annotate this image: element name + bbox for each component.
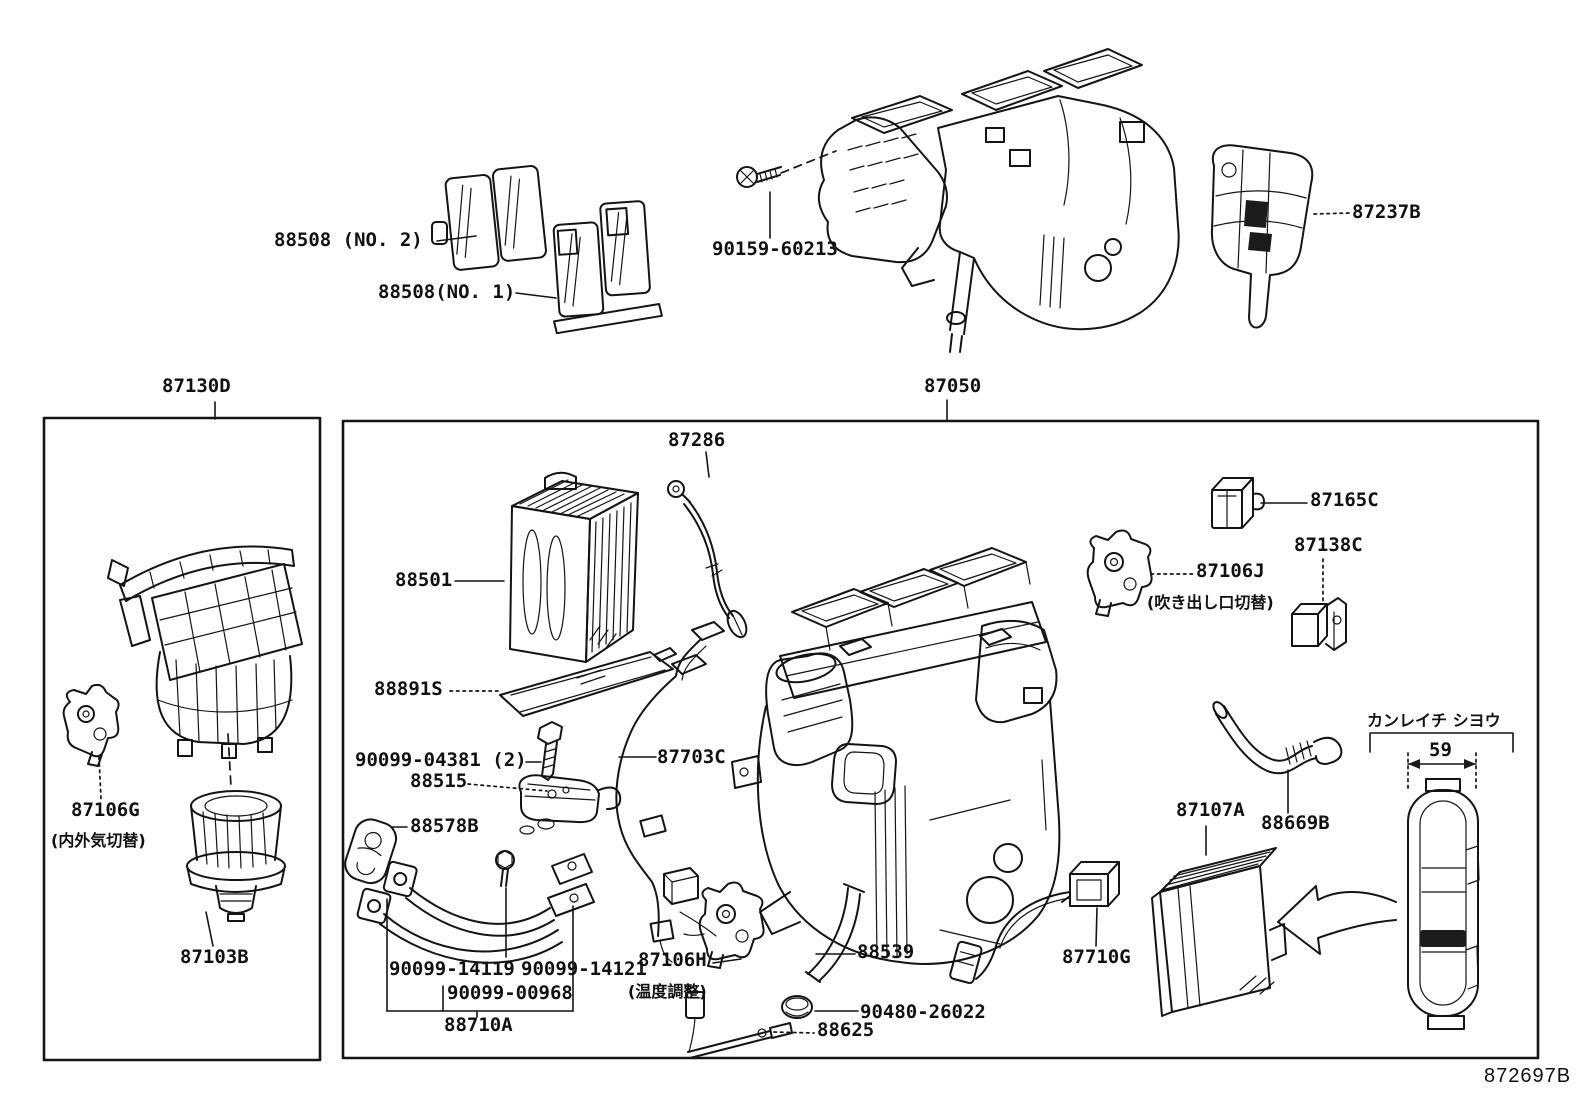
label-valve: 88515	[410, 770, 468, 792]
cold-area-seal-sketch	[1407, 778, 1480, 1030]
insulator-87237b-sketch	[1210, 144, 1314, 329]
heater-core-87107a-sketch	[1151, 847, 1287, 1017]
label-screw-90159: 90159-60213	[712, 238, 838, 260]
grommet-90480-sketch	[781, 995, 813, 1019]
label-heater-hose: 88669B	[1261, 812, 1330, 834]
blower-unit-sketch	[107, 545, 303, 759]
label-resistor: 87165C	[1310, 489, 1379, 511]
evaporator-88501-sketch	[509, 471, 639, 663]
leader-lines	[98, 150, 1351, 1034]
cooler-tubes-88710a-sketch	[356, 850, 595, 964]
label-gasket: 88578B	[410, 815, 479, 837]
label-blower-motor: 87103B	[180, 946, 249, 968]
label-temp-servo-note: (温度調整)	[628, 982, 707, 1001]
mode-servo-87106j-sketch	[1086, 529, 1153, 617]
heater-unit-87050-sketch	[731, 547, 1061, 965]
screw-90159-sketch	[736, 166, 782, 188]
cold-area-bracket	[1369, 732, 1514, 792]
label-intake-servo: 87106G	[71, 799, 140, 821]
label-temp-servo: 87106H	[638, 949, 707, 971]
label-filter-no2: 88508 (NO. 2)	[274, 229, 423, 251]
intake-servo-87106g-sketch	[62, 683, 120, 767]
hvac-assembly-top-sketch	[817, 48, 1180, 353]
bolt-90099-04381-sketch	[537, 721, 563, 781]
wire-harness-87703c-sketch	[615, 621, 725, 963]
label-tube-00968: 90099-00968	[447, 982, 573, 1004]
label-evaporator: 88501	[395, 569, 453, 591]
label-packing-frame: 88891S	[374, 678, 443, 700]
pipe-88625-sketch	[685, 991, 793, 1059]
label-intake-servo-note: (内外気切替)	[51, 831, 146, 850]
label-dimension-59: 59	[1429, 739, 1452, 761]
drain-hose-88539-sketch	[805, 883, 865, 983]
label-heater-core: 87107A	[1176, 799, 1245, 821]
resistor-87165c-sketch	[1211, 477, 1265, 529]
label-thermistor: 87286	[668, 429, 726, 451]
blower-motor-87103b-sketch	[186, 790, 286, 922]
label-amplifier: 87710G	[1062, 946, 1131, 968]
expansion-valve-88515-sketch	[518, 774, 622, 835]
label-tube-assy: 88710A	[444, 1014, 513, 1036]
label-clamp: 87138C	[1294, 534, 1363, 556]
gasket-88578b-sketch	[344, 818, 398, 885]
main-box-frame	[341, 419, 1540, 1060]
clamp-87138c-sketch	[1291, 597, 1347, 651]
heater-hose-88669b-sketch	[1212, 701, 1343, 775]
cabin-filter-no2-sketch	[431, 165, 547, 271]
cabin-filter-no1-sketch	[552, 200, 663, 335]
label-filter-no1: 88508(NO. 1)	[378, 281, 516, 303]
label-blower-box: 87130D	[162, 375, 231, 397]
figure-code: 872697B	[1484, 1065, 1572, 1087]
label-pipe: 88625	[817, 1019, 875, 1041]
label-insulator: 87237B	[1352, 201, 1421, 223]
label-main-box: 87050	[924, 375, 982, 397]
label-drain-hose: 88539	[857, 941, 915, 963]
label-mode-servo-note: (吹き出し口切替)	[1147, 593, 1274, 612]
label-tube-14119: 90099-14119	[389, 958, 515, 980]
packing-frame-88891s-sketch	[499, 647, 677, 717]
label-cold-area-note: カンレイチ シヨウ	[1367, 711, 1501, 730]
thermistor-87286-sketch	[667, 480, 748, 639]
label-harness: 87703C	[657, 746, 726, 768]
blower-box-frame	[42, 416, 322, 1062]
label-tube-14121: 90099-14121	[521, 958, 647, 980]
temp-servo-87106h-sketch	[683, 881, 765, 969]
direction-arrow-sketch	[1277, 885, 1397, 955]
label-bolt-90099: 90099-04381 (2)	[355, 749, 527, 771]
label-grommet: 90480-26022	[860, 1001, 986, 1023]
amplifier-87710g-sketch	[949, 861, 1120, 985]
label-mode-servo: 87106J	[1196, 560, 1265, 582]
